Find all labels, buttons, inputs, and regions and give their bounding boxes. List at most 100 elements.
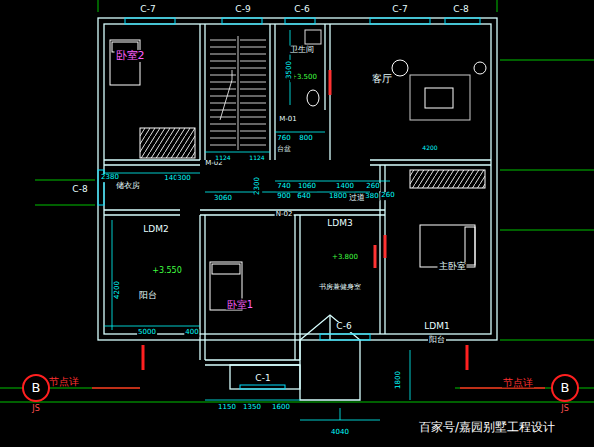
radiators <box>330 70 385 268</box>
section-marks <box>92 345 545 388</box>
plan-label: 1600 <box>271 404 291 412</box>
plan-label: C-7 <box>139 5 156 15</box>
stair-tread <box>210 54 236 55</box>
plan-label: C-6 <box>335 322 352 332</box>
plan-label: 客厅 <box>371 73 393 84</box>
plan-label: 3060 <box>213 195 233 203</box>
plan-label: C-6 <box>293 5 310 15</box>
detail-code: JS <box>561 405 568 414</box>
plan-label: 1800 <box>328 193 348 201</box>
stair-tread <box>210 47 236 48</box>
plan-label: 2380 <box>100 174 120 182</box>
stair-tread <box>240 96 266 97</box>
stair-tread <box>240 61 266 62</box>
plan-label: 640 <box>296 193 311 201</box>
stair-tread <box>210 61 236 62</box>
stair-tread <box>240 110 266 111</box>
stair-tread <box>210 68 236 69</box>
plan-label: +3.500 <box>290 74 318 82</box>
stair-tread <box>240 138 266 139</box>
plan-label: 900 <box>276 193 291 201</box>
stair-tread <box>210 145 236 146</box>
stair-tread <box>210 138 236 139</box>
stair-tread <box>240 124 266 125</box>
grid-lines <box>0 0 594 402</box>
stair-tread <box>210 110 236 111</box>
dimension-lines <box>104 30 410 420</box>
plan-label: 300 <box>176 175 191 183</box>
windows <box>98 18 480 389</box>
stair-treads <box>210 36 266 150</box>
stair-tread <box>240 145 266 146</box>
stair-tread <box>240 54 266 55</box>
stair-tread <box>210 82 236 83</box>
plan-label: 740 <box>276 183 291 191</box>
walls <box>98 18 497 400</box>
plan-label: 节点详 <box>48 376 80 387</box>
plan-label: 1350 <box>242 404 262 412</box>
watermark: 百家号/嘉园别墅工程设计 <box>418 421 556 434</box>
stair-tread <box>210 117 236 118</box>
stair-tread <box>210 131 236 132</box>
plan-label: 2300 <box>254 176 262 196</box>
stair-tread <box>240 131 266 132</box>
plan-label: 4200 <box>421 145 438 152</box>
plan-label: 卧室1 <box>226 299 254 310</box>
stair-tread <box>210 75 236 76</box>
plan-label: LDM3 <box>326 219 353 229</box>
plan-label: 4040 <box>330 429 350 437</box>
plan-label: 760 <box>276 135 291 143</box>
plan-label: C-9 <box>234 5 251 15</box>
plan-label: 台盆 <box>276 146 292 154</box>
plan-label: 260 <box>380 192 395 200</box>
plan-label: 1800 <box>395 370 403 390</box>
stair-tread <box>240 82 266 83</box>
furniture <box>110 30 486 310</box>
stair-tread <box>210 124 236 125</box>
stair-tread <box>210 103 236 104</box>
plan-label: C-8 <box>71 185 88 195</box>
section-callout: BJS <box>551 374 579 402</box>
plan-label: 1124 <box>248 155 265 162</box>
plan-label: 5000 <box>137 329 157 337</box>
plan-label: +3.800 <box>331 254 359 262</box>
stair-tread <box>240 47 266 48</box>
plan-label: 800 <box>298 135 313 143</box>
stair-tread <box>240 117 266 118</box>
plan-label: 阳台 <box>428 336 446 345</box>
stair-tread <box>210 96 236 97</box>
plan-label: C-7 <box>391 5 408 15</box>
plan-label: 1400 <box>335 183 355 191</box>
plan-label: 书房兼健身室 <box>318 284 362 292</box>
plan-label: N-02 <box>275 211 294 219</box>
stair-tread <box>240 68 266 69</box>
section-letter: B <box>24 381 48 395</box>
plan-label: 1150 <box>217 404 237 412</box>
stair-tread <box>240 40 266 41</box>
plan-label: 1060 <box>297 183 317 191</box>
plan-label: M-02 <box>204 160 223 168</box>
plan-label: M-01 <box>278 116 297 124</box>
stair-tread <box>210 40 236 41</box>
plan-label: 储衣房 <box>115 182 141 191</box>
plan-label: +3.550 <box>151 267 183 276</box>
stair-tread <box>240 103 266 104</box>
plan-label: 260 <box>365 183 380 191</box>
plan-label: LDM2 <box>142 225 169 235</box>
plan-label: 4200 <box>114 280 122 300</box>
plan-label: 3500 <box>286 60 294 80</box>
plan-label: 阳台 <box>138 291 158 301</box>
plan-label: 1124 <box>214 155 231 162</box>
plan-label: 节点详 <box>502 377 534 388</box>
stair-tread <box>210 89 236 90</box>
plan-label: C-1 <box>254 374 271 384</box>
plan-label: 卧室2 <box>115 50 146 62</box>
plan-label: C-8 <box>452 5 469 15</box>
stair-tread <box>240 75 266 76</box>
plan-label: 卫生间 <box>289 46 315 55</box>
detail-code: JS <box>32 405 39 414</box>
plan-label: 400 <box>184 329 199 337</box>
plan-label: LDM1 <box>423 322 450 332</box>
plan-label: 380 <box>364 193 379 201</box>
section-letter: B <box>553 381 577 395</box>
